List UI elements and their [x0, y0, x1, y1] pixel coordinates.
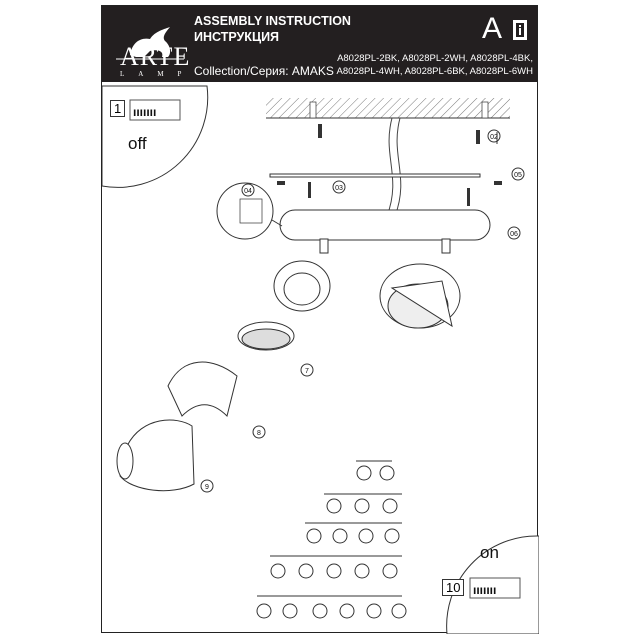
step-05-label: 05: [514, 172, 522, 179]
griffin-logo-icon: [116, 27, 184, 60]
svg-text:ııııııı: ııııııı: [133, 105, 156, 119]
step-1-number: 1: [110, 100, 126, 117]
canopy: [279, 209, 491, 241]
models-line-2: A8028PL-4WH, A8028PL-6BK, A8028PL-6WH: [336, 66, 533, 77]
brand-subtitle: LAMP: [120, 70, 196, 78]
step-02-label: 02: [490, 134, 498, 141]
step-07-label: 7: [305, 368, 309, 375]
title-en: ASSEMBLY INSTRUCTION: [194, 14, 351, 28]
step-04-label: 04: [244, 188, 252, 195]
models-line-1: A8028PL-2BK, A8028PL-2WH, A8028PL-4BK,: [337, 53, 533, 64]
lamp-head: [379, 263, 461, 329]
off-label: off: [128, 134, 147, 153]
assembly-drawing: 02 03 04 05 06 7 8 9 ııııııı ııııııı: [102, 85, 539, 634]
step-03-label: 03: [335, 185, 343, 192]
anchor-icons: [318, 124, 480, 144]
lamp-base: [273, 260, 331, 312]
step-06-label: 06: [510, 231, 518, 238]
collection-label: Collection/Серия: AMAKS: [194, 64, 334, 78]
on-label: on: [480, 543, 499, 562]
model-list: A8028PL-2BK, A8028PL-2WH, A8028PL-4BK, A…: [337, 52, 533, 78]
model-variants: [256, 460, 407, 619]
svg-text:ııııııı: ııııııı: [473, 583, 496, 597]
header: ARTE LAMP ASSEMBLY INSTRUCTION ИНСТРУКЦИ…: [102, 6, 537, 82]
outer-shade: [116, 419, 195, 492]
title-ru: ИНСТРУКЦИЯ: [194, 30, 280, 44]
step-08-label: 8: [257, 430, 261, 437]
step-09-label: 9: [205, 484, 209, 491]
ceiling: [266, 98, 510, 118]
inner-shade: [167, 361, 238, 417]
step-10-number: 10: [442, 579, 465, 596]
mounting-bracket: [269, 173, 481, 178]
section-letter: A: [482, 12, 503, 45]
brand-name: ARTE: [120, 42, 191, 71]
wiring-detail: [216, 182, 274, 240]
info-book-icon: [513, 20, 527, 40]
instruction-page: 02 03 04 05 06 7 8 9 ııııııı ııııııı: [101, 5, 539, 634]
led-module: [237, 321, 295, 351]
step1-panel: [102, 85, 209, 188]
